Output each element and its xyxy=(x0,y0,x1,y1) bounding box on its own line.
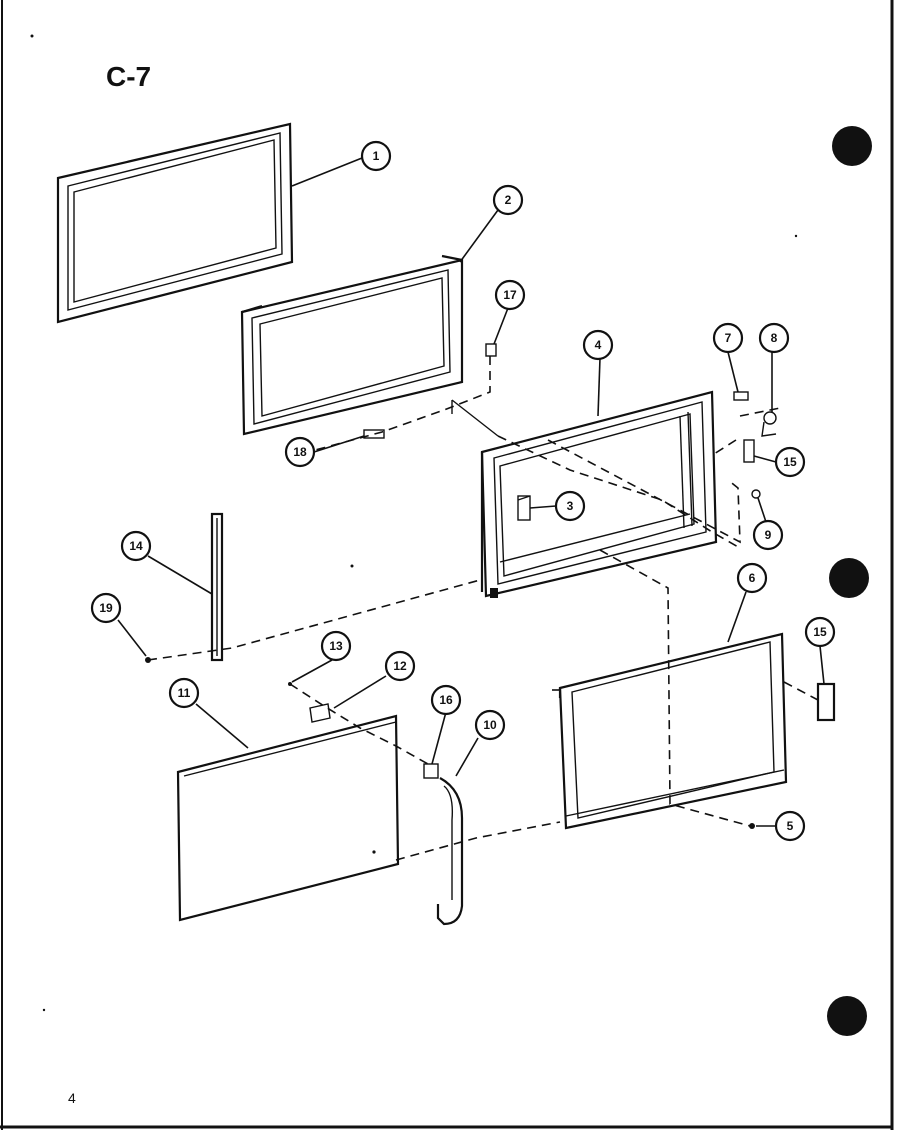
page-number: 4 xyxy=(68,1090,76,1106)
callout-14: 14 xyxy=(120,530,152,562)
svg-text:1: 1 xyxy=(373,149,380,163)
svg-text:8: 8 xyxy=(771,331,778,345)
svg-text:7: 7 xyxy=(725,331,732,345)
callout-3: 3 xyxy=(554,490,586,522)
part-11-door-panel xyxy=(176,714,400,922)
svg-text:5: 5 xyxy=(787,819,794,833)
punch-hole-middle xyxy=(829,558,869,598)
callout-11: 11 xyxy=(168,677,200,709)
svg-text:18: 18 xyxy=(293,445,307,459)
svg-text:12: 12 xyxy=(393,659,407,673)
part-6-rail-frame xyxy=(558,632,788,830)
part-7-screw xyxy=(733,391,749,401)
part-15-block-upper xyxy=(743,439,755,463)
part-15-block-lower xyxy=(816,682,836,722)
part-10-handle xyxy=(436,777,464,926)
callout-16: 16 xyxy=(430,684,462,716)
svg-text:10: 10 xyxy=(483,718,497,732)
svg-text:14: 14 xyxy=(129,539,143,553)
scan-specks xyxy=(30,34,798,1012)
callout-8: 8 xyxy=(758,322,790,354)
part-16-hinge xyxy=(423,763,439,779)
svg-text:15: 15 xyxy=(783,455,797,469)
callout-2: 2 xyxy=(492,184,524,216)
part-8-bracket xyxy=(761,411,777,437)
punch-hole-top xyxy=(832,126,872,166)
callout-10: 10 xyxy=(474,709,506,741)
svg-text:4: 4 xyxy=(595,338,602,352)
svg-text:3: 3 xyxy=(567,499,574,513)
part-9-nut xyxy=(751,489,761,499)
callout-17: 17 xyxy=(494,279,526,311)
callout-7: 7 xyxy=(712,322,744,354)
callout-15-upper: 15 xyxy=(774,446,806,478)
callout-19: 19 xyxy=(90,592,122,624)
svg-text:15: 15 xyxy=(813,625,827,639)
svg-text:17: 17 xyxy=(503,288,517,302)
part-5-screw xyxy=(749,823,755,829)
callout-6: 6 xyxy=(736,562,768,594)
callout-18: 18 xyxy=(284,436,316,468)
svg-text:9: 9 xyxy=(765,528,772,542)
part-14-vertical-strip xyxy=(210,512,224,662)
part-1-front-frame xyxy=(56,122,294,324)
punch-hole-bottom xyxy=(827,996,867,1036)
diagram-title: C-7 xyxy=(106,61,151,92)
svg-text:6: 6 xyxy=(749,571,756,585)
callout-1: 1 xyxy=(360,140,392,172)
leader-lines xyxy=(117,157,825,827)
svg-text:19: 19 xyxy=(99,601,113,615)
assembly-lines xyxy=(147,356,819,861)
part-17-clip xyxy=(485,343,497,357)
part-4-cabinet-frame xyxy=(451,390,718,598)
svg-text:11: 11 xyxy=(178,686,191,700)
callout-15-lower: 15 xyxy=(804,616,836,648)
svg-text:13: 13 xyxy=(329,639,343,653)
callout-4: 4 xyxy=(582,329,614,361)
part-18-fastener xyxy=(363,429,385,439)
callout-5: 5 xyxy=(774,810,806,842)
part-2-frame-sleeve xyxy=(240,254,464,436)
callout-12: 12 xyxy=(384,650,416,682)
svg-text:16: 16 xyxy=(439,693,453,707)
callout-13: 13 xyxy=(320,630,352,662)
svg-text:2: 2 xyxy=(505,193,512,207)
callout-9: 9 xyxy=(752,519,784,551)
